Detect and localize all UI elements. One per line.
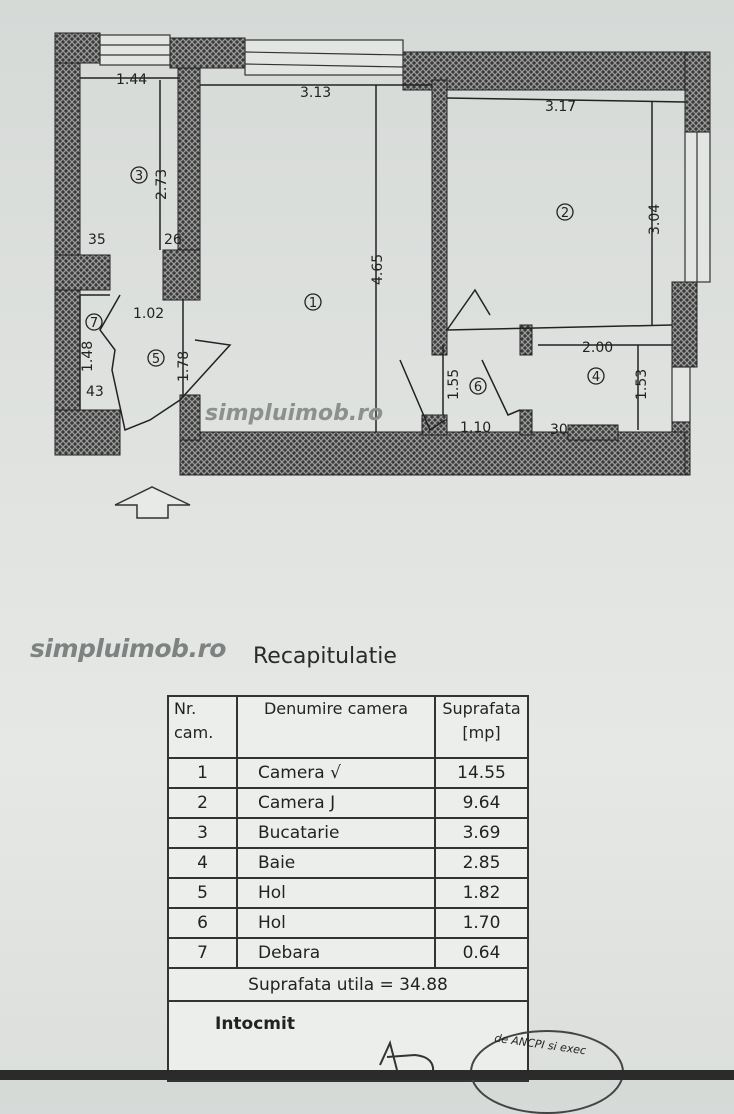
room-number-7: 7: [90, 316, 98, 331]
row-name: Camera J: [236, 787, 436, 819]
recap-watermark: simpluimob.ro: [30, 634, 226, 663]
interior-lines: [79, 77, 686, 432]
room-number-1: 1: [309, 296, 317, 311]
row-name: Camera √: [236, 757, 436, 789]
dimension-labels: 1.44 3.13 3.17 2.73 4.65 3.04 35 26 1.02…: [80, 72, 663, 438]
header-area: Suprafata [mp]: [434, 695, 529, 759]
row-name: Hol: [236, 877, 436, 909]
row-nr: 5: [167, 877, 238, 909]
row-area: 1.82: [434, 877, 529, 909]
room-number-2: 2: [561, 206, 569, 221]
dim-label: 2.00: [582, 340, 613, 356]
dim-label: 1.48: [80, 341, 96, 372]
recap-table: Nr. cam. Denumire camera Suprafata [mp] …: [167, 695, 529, 1082]
room-numbers: [85, 166, 605, 395]
room-number-6: 6: [474, 380, 482, 395]
signature: [379, 1040, 435, 1074]
row-nr: 6: [167, 907, 238, 939]
row-area: 9.64: [434, 787, 529, 819]
row-nr: 4: [167, 847, 238, 879]
header-nr: Nr. cam.: [167, 695, 238, 759]
dim-label: 1.02: [133, 306, 164, 322]
row-nr: 7: [167, 937, 238, 969]
dim-label: 1.78: [176, 351, 192, 382]
floor-plan: 1.44 3.13 3.17 2.73 4.65 3.04 35 26 1.02…: [54, 32, 711, 519]
row-name: Debara: [236, 937, 436, 969]
dim-label: 2.73: [154, 169, 170, 200]
row-name: Baie: [236, 847, 436, 879]
dim-label: 1.53: [634, 369, 650, 400]
total-row: Suprafata utila = 34.88: [167, 967, 529, 1002]
bottom-bar: [0, 1070, 734, 1080]
row-area: 2.85: [434, 847, 529, 879]
row-area: 3.69: [434, 817, 529, 849]
table-header: Nr. cam. Denumire camera Suprafata [mp]: [167, 695, 529, 759]
dim-label: 30: [550, 422, 568, 438]
dim-label: 4.65: [370, 254, 386, 285]
walls: [54, 32, 711, 476]
row-nr: 3: [167, 817, 238, 849]
dim-label: 3.04: [647, 204, 663, 235]
row-area: 1.70: [434, 907, 529, 939]
row-name: Bucatarie: [236, 817, 436, 849]
entrance-arrow-icon: [114, 486, 191, 519]
dim-label: 3.17: [545, 99, 576, 115]
row-nr: 2: [167, 787, 238, 819]
windows: [99, 34, 711, 423]
dim-label: 26: [164, 232, 182, 248]
dim-label: 1.55: [446, 369, 462, 400]
dim-label: 3.13: [300, 85, 331, 101]
room-number-4: 4: [592, 370, 600, 385]
room-number-labels: 1 2 3 4 5 6 7: [90, 169, 600, 395]
dim-label: 1.44: [116, 72, 147, 88]
recap-title: Recapitulatie: [253, 644, 397, 669]
stamp-text: de ANCPI si exec: [493, 1031, 587, 1058]
room-number-5: 5: [152, 352, 160, 367]
total-area: Suprafata utila = 34.88: [167, 967, 529, 1002]
row-nr: 1: [167, 757, 238, 789]
watermark: simpluimob.ro: [205, 401, 383, 426]
header-name: Denumire camera: [236, 695, 436, 759]
dim-label: 35: [88, 232, 106, 248]
row-area: 0.64: [434, 937, 529, 969]
row-name: Hol: [236, 907, 436, 939]
row-area: 14.55: [434, 757, 529, 789]
dim-label: 1.10: [460, 420, 491, 436]
dim-label: 43: [86, 384, 104, 400]
room-number-3: 3: [135, 169, 143, 184]
